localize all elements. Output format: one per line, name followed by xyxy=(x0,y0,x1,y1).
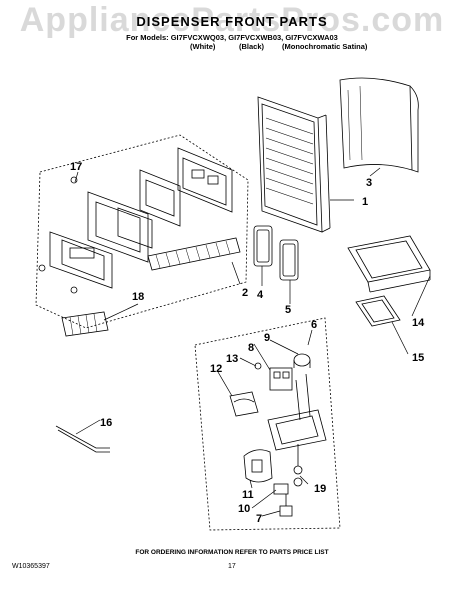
callout-9: 9 xyxy=(264,332,270,344)
part-front-panel xyxy=(339,77,419,173)
part-filter-screen xyxy=(61,311,109,337)
callout-3: 3 xyxy=(366,177,372,189)
callout-12: 12 xyxy=(210,363,222,375)
callout-10: 10 xyxy=(238,503,250,515)
models-line: For Models: GI7FVCXWQ03, GI7FVCXWB03, GI… xyxy=(126,33,338,42)
document-id: W10365397 xyxy=(12,563,50,570)
callout-1: 1 xyxy=(362,196,368,208)
page-number: 17 xyxy=(228,563,236,570)
callout-5: 5 xyxy=(285,304,291,316)
part-motor-9 xyxy=(293,353,311,368)
leader-lines xyxy=(74,167,431,517)
callout-14: 14 xyxy=(412,317,425,329)
part-fitting-19 xyxy=(293,444,303,487)
part-grille xyxy=(147,237,241,271)
part-nozzle-7 xyxy=(279,494,293,517)
part-display-frame xyxy=(87,191,153,263)
part-light-cover-5 xyxy=(279,239,299,281)
part-lever-13 xyxy=(254,362,262,370)
part-connector-10 xyxy=(273,483,289,495)
part-light-cover-4 xyxy=(253,225,273,267)
callout-labels: 17 1 2 3 4 5 6 7 8 9 10 11 12 13 14 15 1… xyxy=(70,161,425,525)
callout-7: 7 xyxy=(256,513,262,525)
callout-4: 4 xyxy=(257,289,264,301)
callout-17: 17 xyxy=(70,161,82,173)
screws xyxy=(38,176,78,294)
control-assembly-box xyxy=(35,134,249,329)
callout-18: 18 xyxy=(132,291,144,303)
watermark: AppliancePartsPros.com xyxy=(19,1,445,39)
part-paddle-11 xyxy=(243,449,273,483)
callout-13: 13 xyxy=(226,353,238,365)
part-switch-8 xyxy=(269,367,293,391)
part-user-interface xyxy=(49,231,113,289)
callout-16: 16 xyxy=(100,417,112,429)
part-wire-16 xyxy=(55,425,110,453)
callout-2: 2 xyxy=(242,287,248,299)
variant-black: (Black) xyxy=(239,42,265,51)
ordering-note: FOR ORDERING INFORMATION REFER TO PARTS … xyxy=(135,549,329,556)
callout-19: 19 xyxy=(314,483,326,495)
part-housing xyxy=(257,96,331,233)
page-title: DISPENSER FRONT PARTS xyxy=(136,14,328,29)
variant-white: (White) xyxy=(190,42,216,51)
lower-assembly-box xyxy=(194,317,341,531)
callout-6: 6 xyxy=(311,319,317,331)
callout-11: 11 xyxy=(242,489,254,501)
part-control-board xyxy=(139,147,233,227)
part-drip-tray xyxy=(347,235,431,293)
part-tray-insert xyxy=(355,295,401,327)
variant-monochromatic: (Monochromatic Satina) xyxy=(282,42,368,51)
callout-15: 15 xyxy=(412,352,424,364)
callout-8: 8 xyxy=(248,342,254,354)
part-actuator-12 xyxy=(229,391,259,417)
part-chute-housing xyxy=(267,373,327,451)
